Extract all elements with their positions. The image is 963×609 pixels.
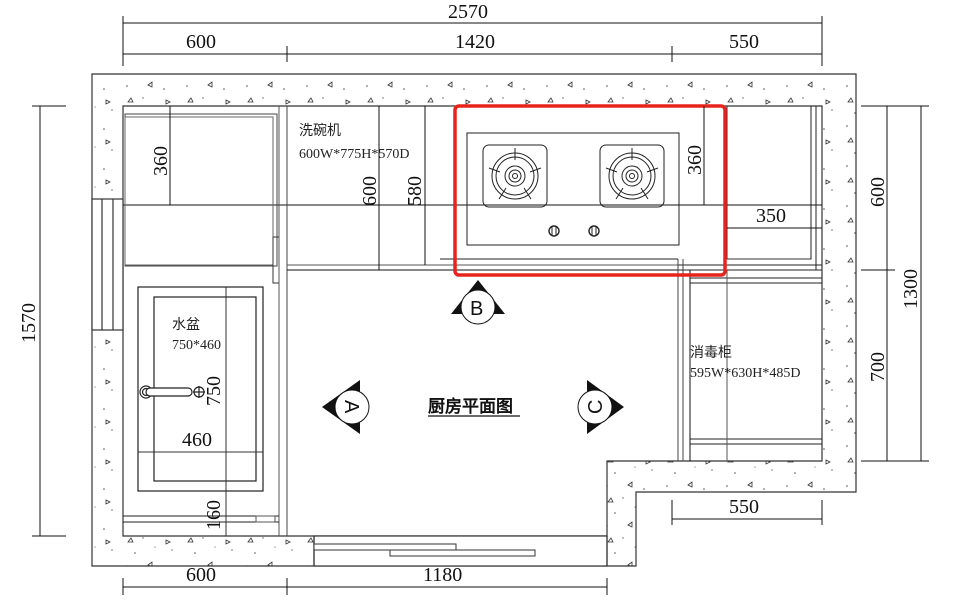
dim-right-700: 700 (867, 352, 889, 382)
dishwasher-name: 洗碗机 (299, 123, 341, 139)
dim-left-total: 1570 (18, 303, 40, 343)
sliding-door-panel-2 (389, 549, 536, 557)
dim-sink-160: 160 (203, 500, 225, 530)
stove-body (466, 132, 680, 246)
left-window (91, 198, 124, 331)
svg-text:A: A (340, 400, 362, 414)
dim-right-350: 350 (756, 205, 786, 227)
svg-text:C: C (585, 400, 607, 414)
sink-name: 水盆 (172, 317, 200, 333)
dim-top-total: 2570 (448, 1, 488, 23)
dim-bottom-right-550: 550 (729, 496, 759, 518)
faucet-icon (139, 385, 205, 399)
dim-stove-360: 360 (684, 145, 706, 175)
elevation-marker-a: A (322, 380, 370, 434)
dim-left-cabinet-360: 360 (150, 146, 172, 176)
dim-right-600: 600 (867, 177, 889, 207)
dim-bottom-600: 600 (186, 564, 216, 586)
sliding-door-panel-1 (313, 543, 457, 551)
dim-top-550: 550 (729, 31, 759, 53)
sterilizer-name: 消毒柜 (690, 345, 732, 361)
burner-left-icon (482, 144, 548, 208)
sink: 水盆 750*460 (137, 286, 264, 536)
wall-concrete (91, 73, 857, 567)
elevation-marker-c: C (577, 380, 624, 434)
sink-spec: 750*460 (172, 338, 221, 353)
gas-stove (440, 132, 680, 260)
dim-right-1300: 1300 (900, 269, 922, 309)
svg-text:B: B (470, 298, 483, 320)
stove-highlight-box (453, 104, 727, 277)
dim-dishwasher-600: 600 (359, 176, 381, 206)
stove-knob-left-icon (548, 225, 560, 237)
dishwasher-spec: 600W*775H*570D (299, 147, 409, 162)
sink-outer (137, 286, 264, 492)
dim-dishwasher-580: 580 (404, 176, 426, 206)
dimension-lines (32, 16, 929, 595)
burner-right-icon (599, 144, 665, 208)
dim-top-600: 600 (186, 31, 216, 53)
drawing-title: 厨房平面图 (428, 396, 513, 417)
dim-bottom-1180: 1180 (423, 564, 462, 586)
dim-top-1420: 1420 (455, 31, 495, 53)
elevation-marker-b: B (451, 280, 505, 325)
dim-sink-750: 750 (203, 376, 225, 406)
walls (91, 73, 857, 567)
dim-sink-460: 460 (182, 429, 212, 451)
stove-knob-right-icon (588, 225, 600, 237)
sterilizer-spec: 595W*630H*485D (690, 366, 800, 381)
cabinets (123, 105, 822, 536)
